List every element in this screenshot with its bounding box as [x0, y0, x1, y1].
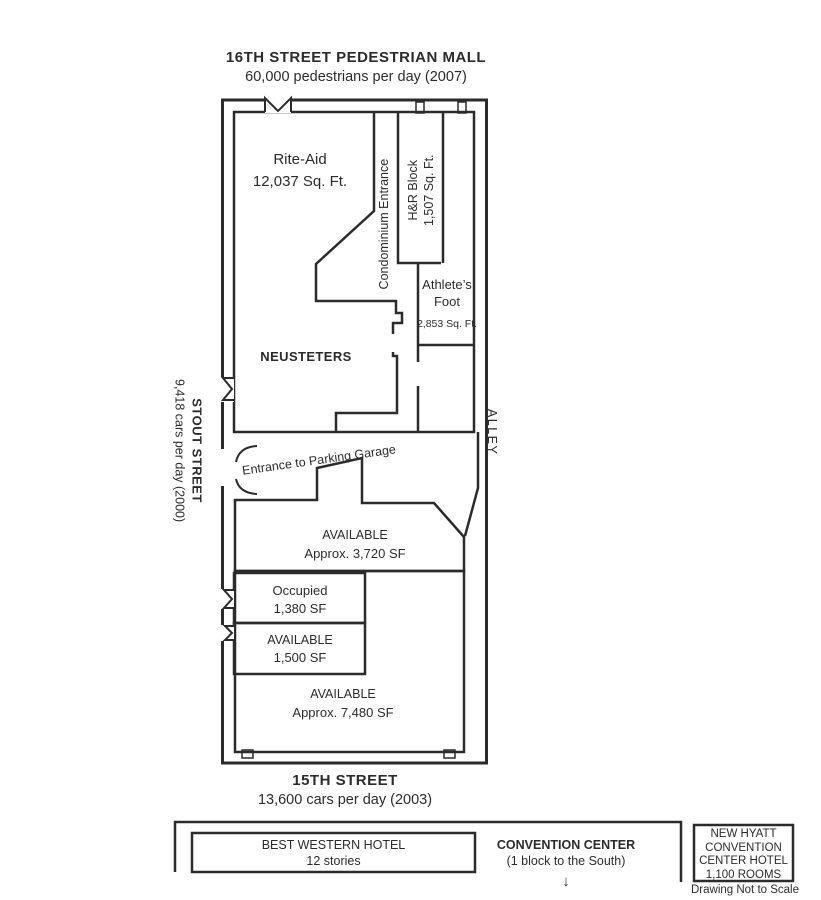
- hyatt-line: 1,100 ROOMS: [705, 868, 782, 881]
- convention-name: CONVENTION CENTER: [496, 838, 636, 852]
- convention-center-label: CONVENTION CENTER (1 block to the South)…: [481, 837, 651, 891]
- alley-boundary-wall: [463, 432, 480, 537]
- south-street-label: 15TH STREET 13,600 cars per day (2003): [195, 771, 495, 809]
- hyatt-line: CONVENTION: [705, 841, 782, 854]
- best-western-label: BEST WESTERN HOTEL 12 stories: [192, 837, 475, 870]
- legend-frame: [173, 820, 683, 882]
- west-street-label: STOUT STREET 9,418 cars per day (2000): [171, 351, 205, 551]
- available-3720-label: AVAILABLE Approx. 3,720 SF: [260, 527, 450, 563]
- hyatt-line: NEW HYATT: [710, 828, 777, 840]
- street-traffic: 9,418 cars per day (2000): [172, 378, 187, 523]
- not-to-scale-note: Drawing Not to Scale: [690, 884, 800, 896]
- athletes-foot-walls: [416, 263, 474, 432]
- tenant-size: 1,507 Sq. Ft.: [422, 154, 436, 227]
- convention-distance: (1 block to the South): [506, 854, 626, 869]
- street-name: STOUT STREET: [189, 398, 205, 503]
- north-street-label: 16TH STREET PEDESTRIAN MALL 60,000 pedes…: [156, 48, 556, 86]
- street-name: 16TH STREET PEDESTRIAN MALL: [225, 49, 487, 66]
- neusteters-inner-walls: [334, 352, 399, 432]
- space-size: 1,380 SF: [273, 600, 327, 616]
- neusteters-label: NEUSTETERS: [260, 349, 352, 364]
- street-traffic: 60,000 pedestrians per day (2007): [245, 68, 467, 85]
- condo-corridor-right-wall: [396, 112, 441, 265]
- street-traffic: 13,600 cars per day (2003): [257, 791, 433, 808]
- north-door-tick-2: [457, 101, 467, 114]
- rite-aid-label: Rite-Aid 12,037 Sq. Ft.: [220, 149, 380, 193]
- hotel-stories: 12 stories: [306, 854, 361, 869]
- hr-block-label: H&R Block 1,507 Sq. Ft.: [405, 116, 438, 264]
- west-door-swing-icon-3: [222, 625, 234, 641]
- south-door-tick-2: [443, 749, 456, 759]
- space-size: 1,500 SF: [273, 649, 327, 665]
- west-door-swing-icon-1: [220, 377, 234, 401]
- west-door-gap-1: [220, 377, 234, 402]
- hyatt-box: [692, 823, 795, 883]
- north-door-tick-1: [415, 101, 425, 114]
- space-size: Approx. 7,480 SF: [292, 704, 394, 720]
- best-western-box: [190, 831, 477, 874]
- space-size: Approx. 3,720 SF: [304, 545, 406, 561]
- north-door-gap: [265, 96, 291, 113]
- tenant-size: 12,037 Sq. Ft.: [252, 172, 348, 190]
- driveway-curb-arcs: [235, 445, 258, 495]
- available-1500-label: AVAILABLE 1,500 SF: [240, 632, 360, 666]
- property-outline: [221, 98, 488, 765]
- available-1500-area: [232, 621, 367, 676]
- hotel-name: BEST WESTERN HOTEL: [261, 838, 406, 852]
- tenant-name: Rite-Aid: [273, 151, 327, 168]
- occupied-1380-label: Occupied 1,380 SF: [240, 582, 360, 617]
- south-door-tick-1: [241, 749, 254, 759]
- space-status: AVAILABLE: [322, 528, 388, 542]
- west-door-gap-3: [220, 625, 234, 641]
- tenant-size: 2,853 Sq. Ft.: [416, 317, 478, 330]
- space-status: AVAILABLE: [267, 633, 333, 647]
- west-door-gap-2: [220, 589, 234, 609]
- north-door-swing-icon: [264, 95, 292, 113]
- condominium-entrance-label: Condominium Entrance: [376, 158, 391, 290]
- tenant-name: Athlete’s Foot: [422, 277, 472, 309]
- upper-retail-block: [232, 110, 476, 434]
- west-door-swing-icon-2: [221, 589, 234, 609]
- driveway-opening: [218, 449, 236, 486]
- hyatt-line: CENTER HOTEL: [699, 855, 788, 868]
- street-name: 15TH STREET: [292, 772, 398, 789]
- tenant-name: H&R Block: [405, 160, 420, 221]
- athletes-foot-label: Athlete’s Foot 2,853 Sq. Ft.: [411, 277, 483, 331]
- space-status: AVAILABLE: [310, 687, 376, 701]
- space-status: Occupied: [272, 583, 328, 598]
- alley-label: ALLEY: [485, 408, 500, 456]
- hyatt-label: NEW HYATT CONVENTION CENTER HOTEL 1,100 …: [694, 828, 793, 882]
- available-7480-label: AVAILABLE Approx. 7,480 SF: [253, 686, 433, 722]
- rite-aid-corridor-walls: [314, 112, 404, 334]
- south-arrow-icon: ↓: [562, 872, 570, 890]
